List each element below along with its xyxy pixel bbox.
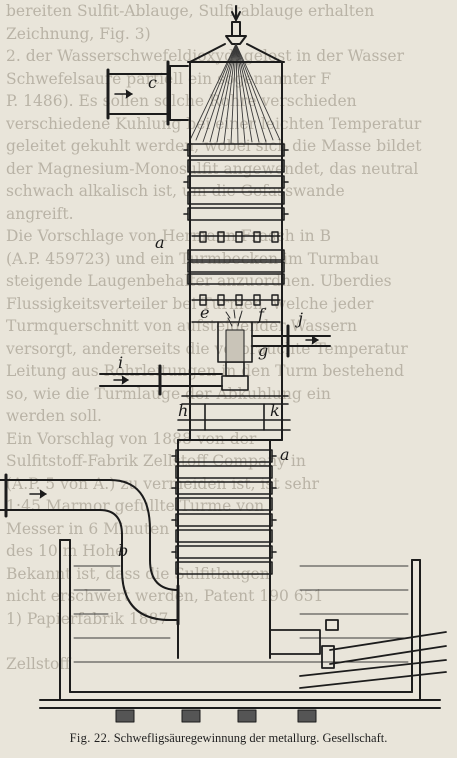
lower-flanges xyxy=(177,395,291,431)
bleed-line: 2. der Wasserschwefeldioxyd, gelost in d… xyxy=(6,47,404,65)
packing-rings-middle xyxy=(187,249,285,285)
label-b: b xyxy=(118,541,128,560)
label-c: c xyxy=(148,73,157,92)
chamber-spray-dots xyxy=(225,309,243,327)
gas-inlet-duct-b xyxy=(0,473,180,626)
bleed-line: verschiedene Kuhlung bei einer leichten … xyxy=(6,114,422,133)
packing-rings-lower xyxy=(171,449,277,575)
packing-rings-upper xyxy=(183,143,289,221)
tower-walls xyxy=(177,107,283,659)
support-grid-2 xyxy=(191,294,281,306)
bleed-line: geleitet gekuhlt werden, wobei sich die … xyxy=(6,137,422,155)
cooling-tank xyxy=(59,539,421,701)
label-i: i xyxy=(118,353,123,372)
label-e: e xyxy=(200,303,209,322)
bleed-line: Messer in 6 Minuten xyxy=(6,519,170,538)
bleed-line: angreift. xyxy=(6,204,74,223)
label-g: g xyxy=(258,341,268,360)
bleed-line: 1) Papierfabrik 1887 xyxy=(6,609,169,628)
label-k: k xyxy=(270,401,280,420)
bleed-line: so, wie die Turmlauge der Abkuhlung ein xyxy=(6,384,331,403)
gas-outlet-duct-c xyxy=(106,60,189,126)
pipe-j xyxy=(251,324,331,358)
bleed-line: P. 1486). Es sollen solche Rohre verschi… xyxy=(6,92,357,110)
label-a-bottom: a xyxy=(280,445,290,464)
spray-lines xyxy=(189,43,281,144)
bleed-line: bereiten Sulfit-Ablauge, Sulfitablauge e… xyxy=(6,2,375,20)
tower-head xyxy=(187,43,285,109)
bleed-line: Ein Vorschlag von 1888 von der xyxy=(6,429,257,448)
bleed-line: der Magnesium-Monosulfit angewendet, das… xyxy=(6,159,419,178)
foundation xyxy=(39,699,441,723)
label-a-top: a xyxy=(155,233,165,252)
bleed-line: Leitung aus Rohrleitungen in den Turm be… xyxy=(6,362,404,380)
spray-nozzle xyxy=(225,5,247,45)
reaction-chamber-f xyxy=(191,321,281,391)
bleed-line: (A.P. 459723) und ein Turmbecken im Turm… xyxy=(6,249,380,268)
bleed-line: versorgt, andererseits die verbrauchte T… xyxy=(6,339,408,358)
bleed-line: nicht erschwert werden, Patent 190 651 xyxy=(6,587,324,605)
bleed-line: Zellstoff xyxy=(6,654,71,673)
tank-water-lines xyxy=(73,565,409,663)
outlet-pipes xyxy=(269,619,447,689)
label-f: f xyxy=(257,305,267,324)
caption-text: Schwefligsäuregewinnung der metallurg. G… xyxy=(113,731,388,745)
pipe-i xyxy=(99,364,223,396)
label-h: h xyxy=(178,401,188,420)
bleed-line: Zeichnung, Fig. 3) xyxy=(6,24,151,43)
bleed-line: steigende Laugenbehalter anzuordnen. Ube… xyxy=(6,272,392,290)
bleed-line: des 10 m Hohe xyxy=(6,542,125,560)
figure-number: Fig. 22. xyxy=(69,731,111,745)
bleed-line: schwach alkalisch ist, um die Gefasswand… xyxy=(6,182,345,200)
bleed-line: werden soll. xyxy=(6,407,102,425)
support-grid-1 xyxy=(191,231,281,243)
figure-caption: Fig. 22. Schwefligsäuregewinnung der met… xyxy=(0,731,457,746)
bleed-line: Die Vorschlage von Hermann Frasch in B xyxy=(6,227,331,245)
bleed-line: Bekannt ist, dass die Sulfitlaugen xyxy=(6,564,270,583)
label-j: j xyxy=(295,309,303,328)
